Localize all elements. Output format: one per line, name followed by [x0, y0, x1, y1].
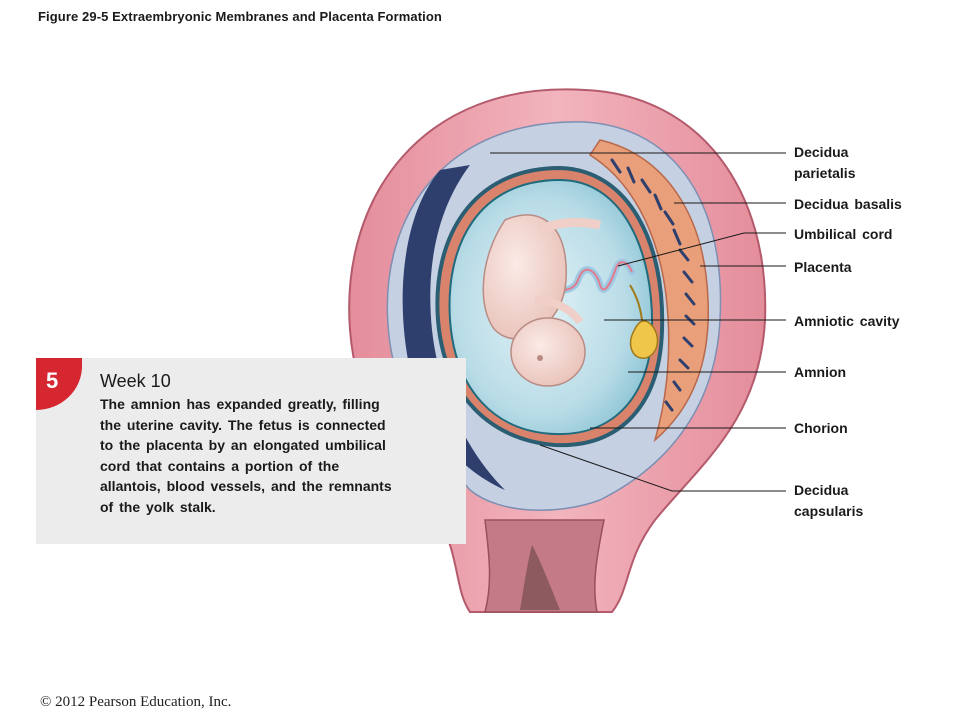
label-amnion: Amnion [794, 364, 847, 380]
label-decidua-basalis: Decidua basalis [794, 196, 902, 212]
placenta-villi [588, 139, 710, 443]
leader-lines [490, 152, 786, 492]
label-umbilical-cord: Umbilical cord [794, 226, 893, 242]
figure-title: Figure 29-5 Extraembryonic Membranes and… [38, 9, 442, 24]
cervical-canal [484, 519, 605, 613]
step-description: The amnion has expanded greatly, filling… [100, 396, 392, 515]
label-amniotic-cavity: Amniotic cavity [794, 313, 900, 329]
step-title: Week 10 [100, 371, 171, 391]
copyright-notice: © 2012 Pearson Education, Inc. [40, 694, 232, 710]
step-info-panel [36, 358, 466, 544]
label-placenta: Placenta [794, 259, 852, 275]
label-decidua-capsularis: Decidua capsularis [794, 482, 864, 519]
label-decidua-parietalis: Decidua parietalis [794, 144, 856, 181]
step-number: 5 [46, 368, 59, 393]
yolk-sac [629, 320, 659, 359]
fetus [482, 214, 601, 387]
label-chorion: Chorion [794, 420, 848, 436]
